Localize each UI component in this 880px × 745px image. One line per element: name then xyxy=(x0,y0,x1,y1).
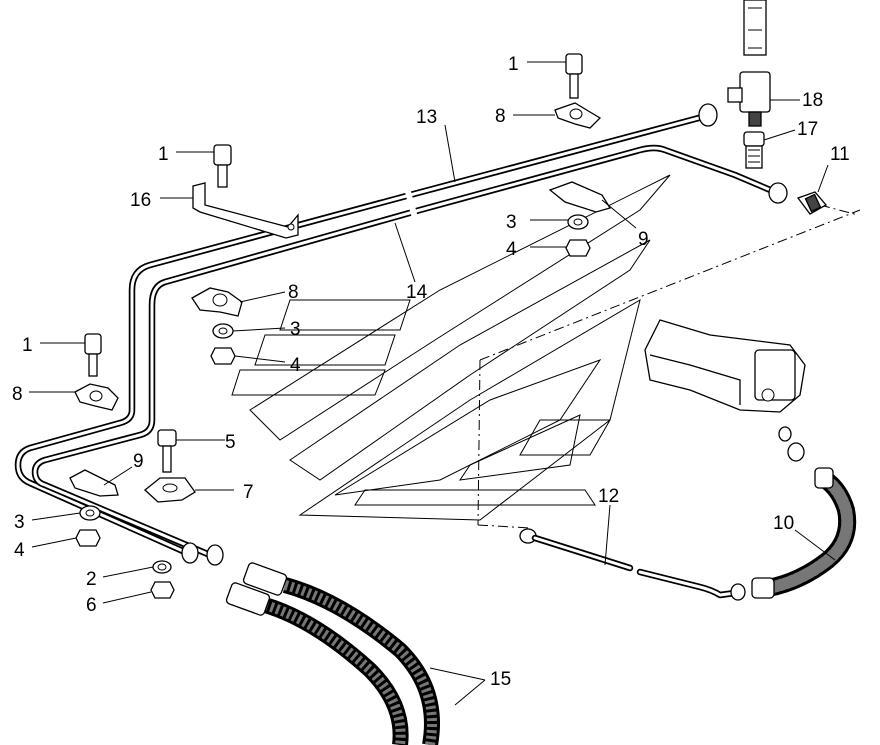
callout-8-top: 8 xyxy=(495,106,506,127)
fitting-11 xyxy=(796,191,828,215)
pipe-14 xyxy=(31,144,779,559)
nut-4-left xyxy=(75,529,101,547)
washer-3-left xyxy=(79,505,101,521)
callout-12: 12 xyxy=(598,486,619,507)
washer-3-top xyxy=(567,214,589,230)
nut-4-top xyxy=(565,239,591,257)
hoses-15 xyxy=(225,562,440,745)
callout-17: 17 xyxy=(797,119,818,140)
leader-lines xyxy=(29,61,836,706)
callout-4-left: 4 xyxy=(14,540,25,561)
callout-5: 5 xyxy=(225,432,236,453)
callout-18: 18 xyxy=(802,90,823,111)
callout-10: 10 xyxy=(773,513,794,534)
callout-9-left: 9 xyxy=(133,451,144,472)
callout-1-top: 1 xyxy=(508,54,519,75)
watermark-logo xyxy=(231,174,671,521)
bracket-16 xyxy=(192,182,299,239)
washer-2 xyxy=(152,560,172,574)
fitting-icon xyxy=(698,103,718,127)
t-fitting-18 xyxy=(727,0,771,127)
callout-1-mid: 1 xyxy=(158,144,169,165)
bolt-1-top xyxy=(565,53,583,99)
bolt-5 xyxy=(157,429,177,473)
bolt-1-left xyxy=(84,333,102,377)
clamp-9-top xyxy=(548,181,612,213)
callout-2: 2 xyxy=(86,569,97,590)
pipe-break-marks xyxy=(403,184,419,222)
adapter-17 xyxy=(743,131,765,169)
pipe-13 xyxy=(14,111,714,556)
callout-8-left: 8 xyxy=(12,384,23,405)
callout-16: 16 xyxy=(130,190,151,211)
callout-11: 11 xyxy=(830,144,850,165)
nut-4-mid xyxy=(210,347,236,365)
callout-14: 14 xyxy=(406,282,428,303)
clamp-8-mid xyxy=(191,287,243,317)
clamp-9-left xyxy=(69,469,119,497)
pipe-end-fittings xyxy=(181,103,788,566)
clamp-8-top xyxy=(554,102,602,129)
callout-15: 15 xyxy=(490,669,511,690)
callout-4-mid: 4 xyxy=(290,355,301,376)
callout-labels: 1 1 1 2 3 3 3 4 4 4 5 6 7 8 8 8 9 9 10 1… xyxy=(12,54,850,690)
connector-parts xyxy=(778,426,805,462)
callout-4-top: 4 xyxy=(506,239,517,260)
clamp-7 xyxy=(144,477,196,503)
callout-9-top: 9 xyxy=(638,229,649,250)
callout-1-left: 1 xyxy=(22,335,33,356)
callout-3-mid: 3 xyxy=(290,319,301,340)
callout-6: 6 xyxy=(86,595,97,616)
callout-7: 7 xyxy=(243,482,254,503)
nut-6 xyxy=(150,581,175,599)
reference-lines xyxy=(477,204,861,529)
bolt-1-mid xyxy=(213,144,232,188)
callout-13: 13 xyxy=(416,107,437,128)
callout-3-left: 3 xyxy=(14,512,25,533)
hose-10 xyxy=(751,467,857,599)
component-unit xyxy=(644,319,806,413)
callout-8-mid: 8 xyxy=(288,282,299,303)
callout-3-top: 3 xyxy=(506,212,517,233)
pipe-12 xyxy=(519,528,746,601)
clamp-8-left xyxy=(74,383,119,411)
washer-3-mid xyxy=(212,323,234,339)
